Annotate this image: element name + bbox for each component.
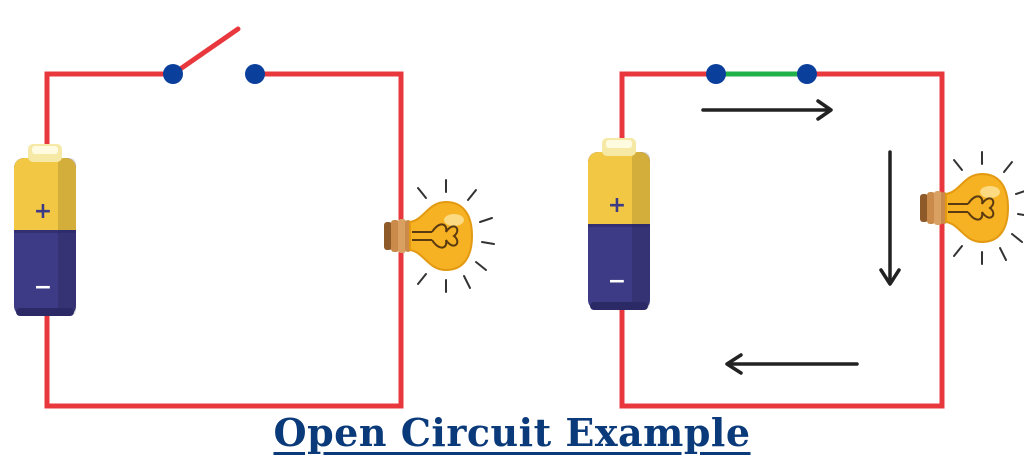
open-circuit: + −	[14, 26, 495, 409]
switch-node	[706, 64, 726, 84]
switch-node	[797, 64, 817, 84]
light-bulb-icon	[919, 151, 1024, 265]
arrow-right-icon	[701, 99, 833, 121]
battery-negative-label: −	[608, 269, 626, 294]
current-arrows	[701, 99, 901, 375]
switch-node	[245, 64, 265, 84]
switch-node	[163, 64, 183, 84]
closed-circuit: + −	[588, 64, 1024, 409]
diagram-caption: Open Circuit Example	[273, 410, 751, 455]
battery-icon: + −	[588, 138, 650, 310]
arrow-left-icon	[725, 353, 859, 375]
battery-negative-label: −	[34, 275, 52, 300]
wire-loop	[44, 71, 404, 409]
battery-positive-label: +	[608, 193, 626, 218]
battery-icon: + −	[14, 144, 76, 316]
wire-loop	[619, 71, 945, 409]
battery-positive-label: +	[34, 199, 52, 224]
switch-lever	[170, 26, 241, 77]
arrow-down-icon	[879, 150, 901, 286]
